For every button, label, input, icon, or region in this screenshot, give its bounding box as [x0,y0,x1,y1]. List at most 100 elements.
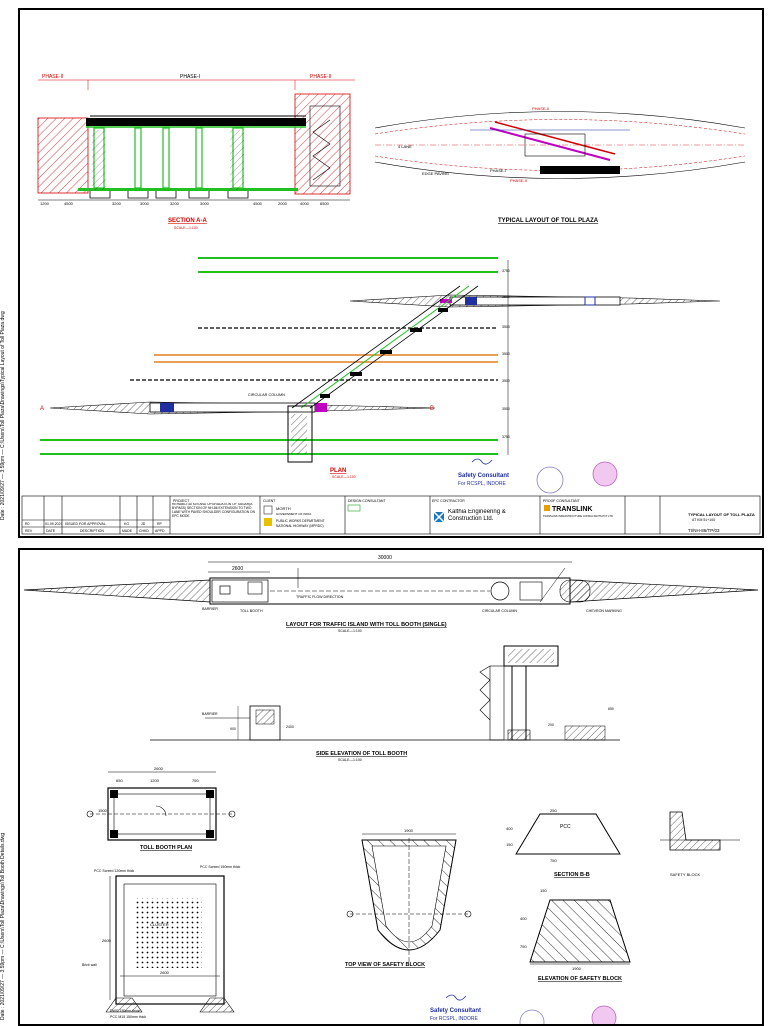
bs-label: Brick wall [82,963,97,967]
phase-label-left: PHASE-II [42,74,63,80]
safety-consultant-line1: Safety Consultant [458,473,509,479]
bs-label: CLUSTER [150,922,169,927]
toll-booth-plan-drawing: 2600 650 1200 750 1500 TOLL BOOTH PLAN [86,766,236,851]
barrier-label: BARRIER [202,607,218,611]
esb-dim: 150 [540,888,547,893]
dim-text: 3500 [502,325,510,329]
mini-label: EDGE PAVING [422,171,449,176]
drawing-title-2: AT KM 51+100 [692,518,715,522]
bs-dim: 2600 [160,970,170,975]
section-marker-icon [86,810,94,818]
sbb-dim: 150 [506,842,513,847]
rev-header: APPD [155,529,165,533]
side-elevation-scale: SCALE—1:100 [338,758,362,762]
sbb-dim: 400 [506,826,513,831]
plan-title: PLAN [330,468,346,474]
dim-text: 4500 [64,201,74,206]
typical-layout-title: TYPICAL LAYOUT OF TOLL PLAZA [498,218,599,224]
dim-text: 3000 [140,201,150,206]
rev-date: 01.09.2021 [45,522,63,526]
tbp-dim: 650 [116,778,123,783]
drawing-sheet-2: 30000 2600 TRAFFIC FLOW DIRECTION CIRCUL… [18,548,764,1026]
dim-text: 3750 [502,269,510,273]
section-aa-drawing: PHASE-II PHASE-I PHASE-II [37,74,355,230]
tbp-dim: 1500 [98,808,108,813]
sbb-label: PCC [560,824,571,830]
dim-text: 3750 [502,435,510,439]
dim-text: 6500 [320,201,330,206]
section-aa-scale: SCALE—1:100 [174,226,198,230]
design-logo-icon [347,504,361,512]
project-text: REHABILITATION AND UPGRADATION OF SAGAR(… [172,503,255,518]
client-line: GOVERNMENT OF INDIA [276,512,311,516]
dim-2600: 2600 [232,566,243,572]
drawing-title: TYPICAL LAYOUT OF TOLL PLAZA [688,512,755,517]
drawing-sheet-1: PHASE-II PHASE-I PHASE-II [18,8,764,538]
chevron-label: CHEVRON MARKING [586,609,622,613]
revision-table: REV DATE DESCRIPTION MADE CHKD APPD R0 0… [25,522,165,533]
dim-text: 3500 [502,379,510,383]
mini-label: PHASE-I [490,168,506,173]
consultant-name: TRANSLINK [552,506,592,513]
safety-consultant-stamp: Safety Consultant For RCSPL, INDORE [458,458,618,494]
dim-text: 3500 [502,295,510,299]
section-marker-icon [228,810,236,818]
elevation-safety-block-title: ELEVATION OF SAFETY BLOCK [538,976,622,982]
safety-consultant-line2: For RCSPL, INDORE [430,1016,478,1022]
translink-logo-icon [544,505,550,511]
section-dim-row: 1200 4500 3200 3000 3200 3000 4500 2000 … [40,201,330,206]
side-elevation-title: SIDE ELEVATION OF TOLL BOOTH [316,751,407,757]
contractor-heading: EPC CONTRACTOR [432,499,465,503]
plan-drawing: 3750 3500 3500 3500 3500 3500 3750 A B C… [40,257,721,479]
client-line: MORTH [276,506,291,511]
safety-consultant-line1: Safety Consultant [430,1008,481,1014]
sheet2-canvas: 30000 2600 TRAFFIC FLOW DIRECTION CIRCUL… [23,555,759,1024]
booth-plan-title: TOLL BOOTH PLAN [140,845,192,851]
bs-label: PCC Screed 150mm thick [200,865,241,869]
margin-path-top: Date : 2021/09/27 — 3:59pm — C:\Users\To… [0,311,6,520]
safety-detail-title: SAFETY BLOCK [670,872,700,877]
contractor-name: Kalthia Engineering & Construction Ltd. [448,509,506,522]
dim-text: 3000 [200,201,210,206]
tbp-dim: 1200 [150,778,160,783]
plan-marker-b: B [430,406,434,412]
rev-header: REV [25,529,33,533]
rev-chk: JD [141,522,146,526]
sbt-dim: 1900 [404,828,414,833]
plan-scale: SCALE—1:100 [332,475,356,479]
booth-label: TOLL BOOTH [240,609,263,613]
mini-label: 4 LANE [398,144,412,149]
phase-label-right: PHASE-II [310,74,331,80]
proof-consultant-heading: PROOF CONSULTANT [543,499,580,503]
design-consultant-heading: DESIGN CONSULTANT [348,499,386,503]
esb-dim: 400 [520,916,527,921]
bs-dim: 2600 [102,938,112,943]
sheet1-canvas: PHASE-II PHASE-I PHASE-II [21,74,761,535]
section-aa-title: SECTION A-A [168,218,207,224]
rev-header: MADE [122,529,133,533]
elev-dim: 900 [230,727,236,731]
dim-text: 1200 [40,201,50,206]
rev-header: DATE [46,529,56,533]
rev-no: R0 [25,522,30,526]
elevation-safety-block-drawing: 150 400 750 1900 ELEVATION OF SAFETY BLO… [520,888,631,982]
phase-label-mid: PHASE-I [180,74,200,80]
section-bb-title: SECTION B-B [554,872,590,878]
esb-dim: 750 [520,944,527,949]
typical-layout-mini: PHASE-II PHASE-I PHASE-II 4 LANE EDGE PA… [374,106,746,224]
section-marker-icon [464,910,472,918]
project-description: REHABILITATION AND UPGRADATION OF SAGAR(… [172,503,255,518]
safety-block-top-title: TOP VIEW OF SAFETY BLOCK [345,962,425,968]
side-elevation-drawing: BARRIER 900 2400 200 650 SIDE ELEVATION … [150,645,620,762]
drawing-number: TI/NH-86/TP/03 [688,528,720,533]
tbp-dim: 750 [192,778,199,783]
dim-text: 4500 [253,201,263,206]
kalthia-logo-icon [433,511,445,523]
margin-path-bottom: Date : 2021/09/27 — 3:59pm — C:\Users\To… [0,832,6,1020]
client-line: NATIONAL HIGHWAY (MPRDC) [276,524,324,528]
traffic-island-drawing: 30000 2600 TRAFFIC FLOW DIRECTION CIRCUL… [23,555,759,633]
pcc-note: DWG 150mm thick [110,1009,140,1013]
client-line: PUBLIC WORKS DEPARTMENT [276,519,325,523]
circular-column-label: CIRCULAR COLUMN [248,393,285,397]
mini-label: PHASE-II [510,178,527,183]
